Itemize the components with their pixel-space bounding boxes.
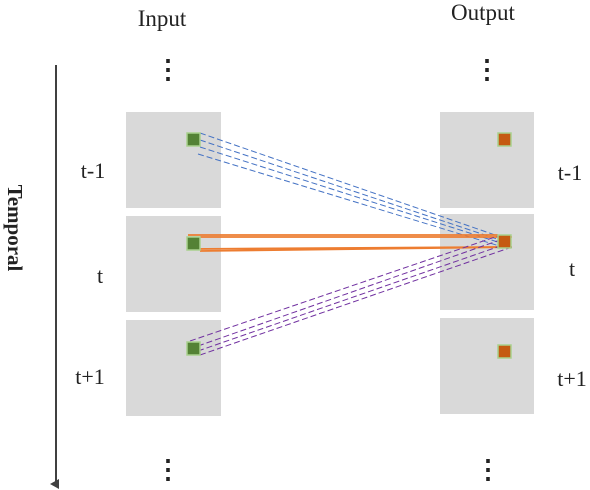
input-ellipsis-bottom: ⋮ [155,455,181,484]
output-ellipsis-top: ⋮ [474,55,500,84]
links-prev-to-output [197,132,507,249]
output-frame-prev [440,112,534,208]
input-time-label-next: t+1 [75,364,105,389]
input-time-label-cur: t [97,263,103,288]
output-column-title: Output [451,0,516,25]
output-pixel-next [497,344,512,359]
input-frame-prev [126,112,221,208]
output-ellipsis-bottom: ⋮ [475,455,501,484]
temporal-axis-label: Temporal [3,185,27,272]
output-time-label-prev: t-1 [558,160,582,185]
input-column-title: Input [138,6,187,31]
output-time-label-cur: t [569,256,575,281]
output-frame-next [440,318,534,414]
links-cur-to-output [188,234,513,252]
links-next-to-output [189,235,513,356]
input-frame-cur [126,216,221,312]
output-pixel-prev [497,132,512,147]
input-time-label-prev: t-1 [81,158,105,183]
output-time-label-next: t+1 [557,366,587,391]
input-pixel-prev [186,132,201,147]
input-ellipsis-top: ⋮ [155,55,181,84]
input-pixel-next [186,341,201,356]
output-pixel-cur [497,234,512,249]
input-pixel-cur [186,236,201,251]
input-frame-next [126,320,221,416]
